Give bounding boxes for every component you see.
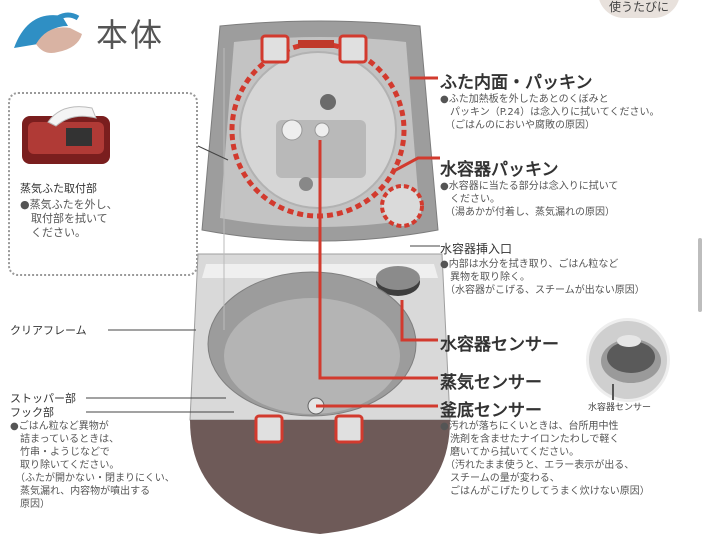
lid-packing-text: ●ふた加熱板を外したあとのくぼみと パッキン（P.24）は念入りに拭いてください… — [440, 94, 660, 131]
steam-lid-text: ●蒸気ふたを外し、 取付部を拭いて ください。 — [20, 198, 118, 239]
page-title: 本体 — [96, 16, 165, 54]
bottom-sensor-text: ●汚れが落ちにくいときは、台所用中性 洗剤を含ませたナイロンたわしで軽く 磨いて… — [440, 421, 650, 497]
water-inlet-heading: 水容器挿入口 — [440, 242, 513, 256]
hand-wipe-icon — [14, 12, 82, 53]
water-packing-text: ●水容器に当たる部分は念入りに拭いて ください。 （湯あかが付着し、蒸気漏れの原… — [440, 181, 619, 218]
steam-lid-photo — [22, 106, 110, 164]
hook-label: フック部 — [10, 406, 54, 419]
water-inlet-text: ●内部は水分を拭き取り、ごはん粒など 異物を取り除く。 （水容器がこげる、スチー… — [440, 259, 645, 296]
usage-badge: 使うたびに — [598, 0, 680, 18]
water-sensor-heading: 水容器センサー — [440, 335, 559, 355]
scroll-indicator — [698, 238, 702, 312]
photo-leader — [612, 384, 614, 400]
water-packing-heading: 水容器パッキン — [440, 160, 559, 180]
stopper-label: ストッパー部 — [10, 392, 76, 405]
bottom-sensor-heading: 釜底センサー — [440, 401, 542, 421]
water-sensor-photo-caption: 水容器センサー — [588, 403, 652, 413]
steam-sensor-heading: 蒸気センサー — [440, 373, 542, 393]
clear-frame-label: クリアフレーム — [10, 324, 87, 337]
steam-lid-label: 蒸気ふた取付部 — [20, 182, 97, 195]
hook-instruction-text: ●ごはん粒など異物が 詰まっているときは、 竹串・ようじなどで 取り除いてくださ… — [10, 421, 175, 510]
lid-packing-heading: ふた内面・パッキン — [440, 73, 593, 93]
water-sensor-photo — [586, 318, 670, 402]
steam-lid-callout-box — [8, 92, 198, 276]
